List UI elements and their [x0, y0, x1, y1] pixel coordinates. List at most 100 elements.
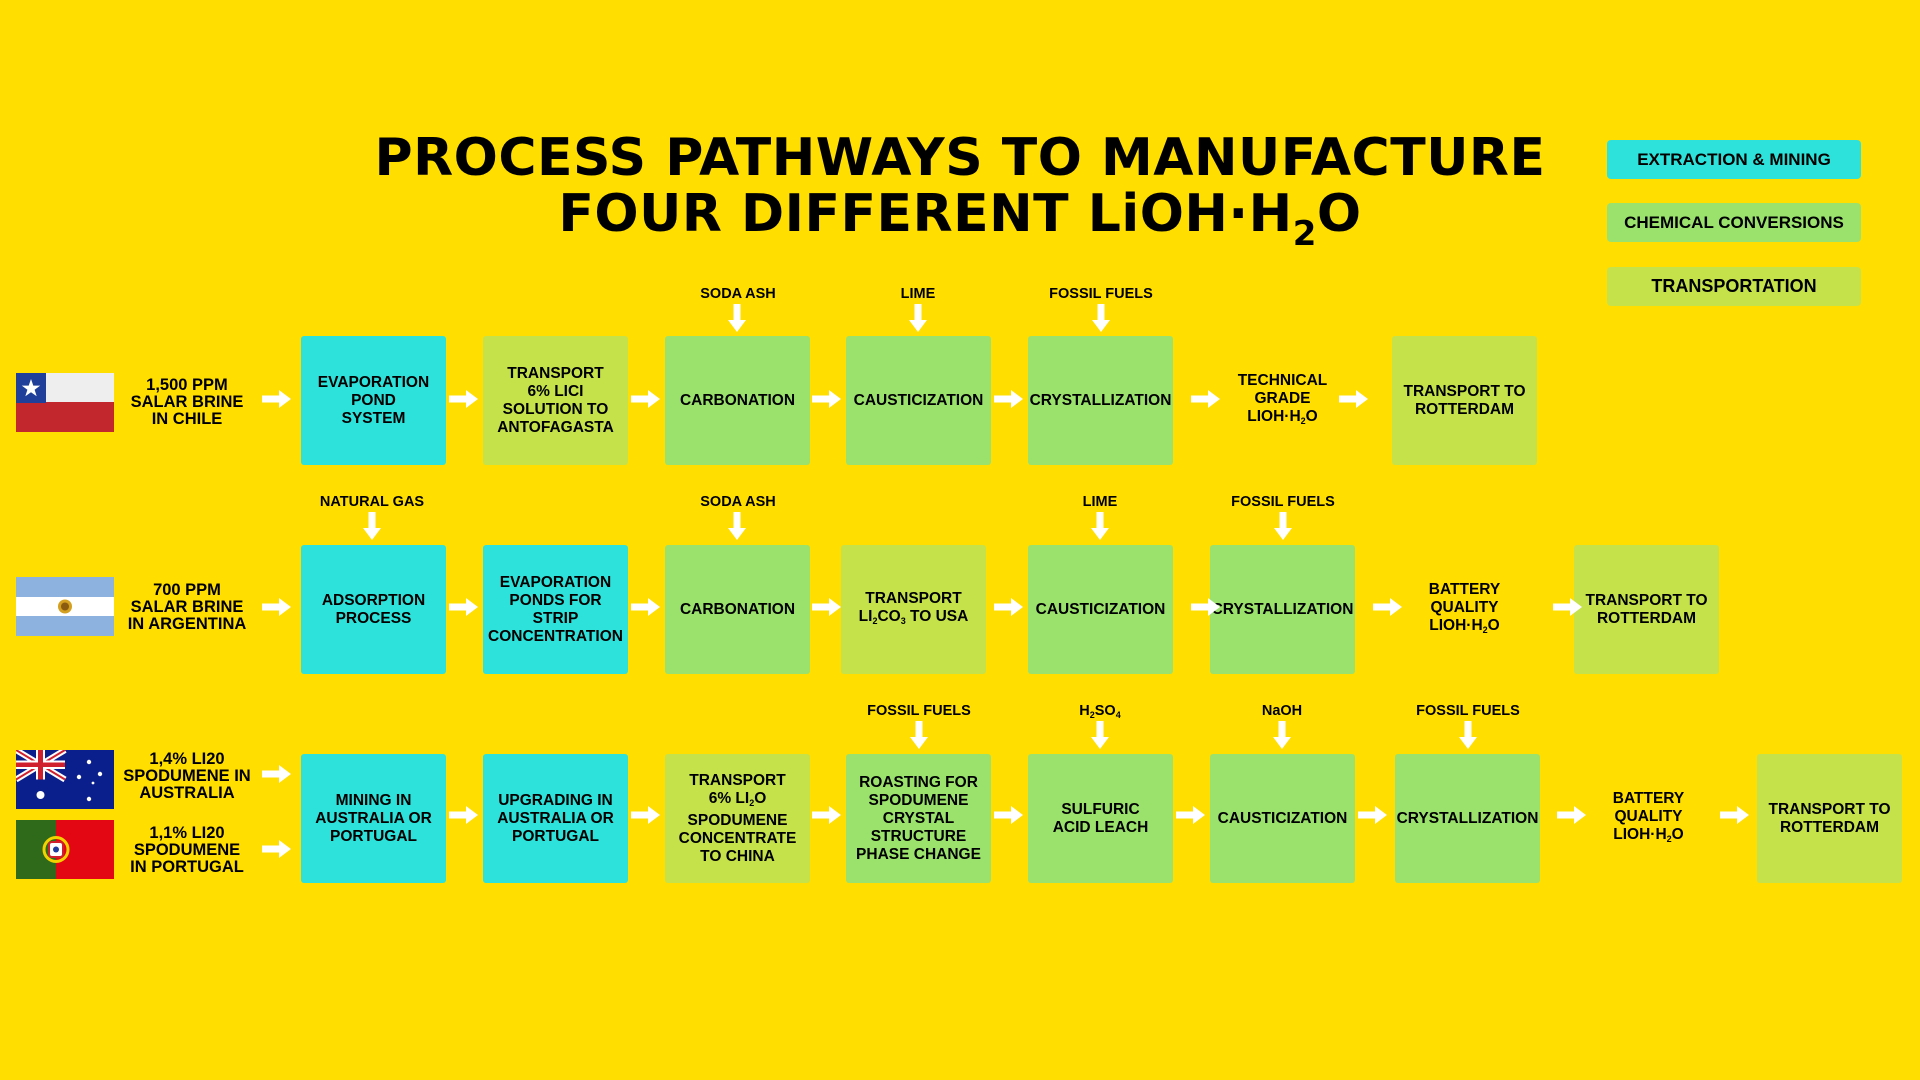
row3-portugal-line1: 1,1% LI20	[149, 824, 225, 842]
row2-input-fossil-fuels: FOSSIL FUELS	[1231, 494, 1335, 510]
row3-step-transport-china: TRANSPORT 6% LI2O SPODUMENE CONCENTRATE …	[665, 754, 810, 883]
title-line-2-main: FOUR DIFFERENT LiOH·H	[558, 184, 1293, 244]
row3-leach-line2: ACID LEACH	[1052, 818, 1149, 836]
row3-australia-line2: SPODUMENE IN	[123, 767, 251, 785]
row2-rotterdam-line2: ROTTERDAM	[1596, 609, 1697, 627]
row3-product-formula-b: O	[1671, 825, 1684, 843]
row3-roasting-line2: SPODUMENE	[868, 791, 969, 809]
row3-australia-line1: 1,4% LI20	[149, 750, 225, 768]
row2-input-natural-gas: NATURAL GAS	[319, 494, 425, 510]
row2-step-transport-li2co3: TRANSPORT LI2CO3 TO USA	[841, 545, 986, 674]
row2-step-crystallization: CRYSTALLIZATION	[1210, 545, 1355, 674]
row3-arrow-1	[449, 806, 478, 824]
title-line-2-end: O	[1316, 184, 1362, 244]
row2-arrow-2	[449, 598, 478, 616]
row2-input-soda-ash: SODA ASH	[700, 494, 776, 510]
row2-rotterdam-line1: TRANSPORT TO	[1585, 591, 1708, 609]
row3-down-arrow-3	[1273, 721, 1291, 749]
row3-mining-line2: AUSTRALIA OR	[315, 809, 432, 827]
row3-product-line1: BATTERY	[1612, 789, 1685, 807]
row1-product-formula-a: LIOH·H	[1247, 407, 1301, 425]
row2-evaporation-line3: CONCENTRATION	[488, 627, 623, 645]
row2-li2co3-b: CO	[877, 607, 901, 625]
row3-product-line3: LIOH·H2O	[1613, 826, 1684, 848]
row1-arrow-5	[994, 390, 1023, 408]
row3-china-formula-sub: 2	[749, 797, 755, 808]
row3-upgrading-line1: UPGRADING IN	[498, 791, 613, 809]
row2-input-lime: LIME	[1082, 494, 1118, 510]
row3-roasting-line1: ROASTING FOR	[859, 773, 978, 791]
row3-arrow-5	[1176, 806, 1205, 824]
row3-roasting-line5: PHASE CHANGE	[856, 845, 981, 863]
title-line-1: PROCESS PATHWAYS TO MANUFACTURE	[374, 128, 1546, 188]
row3-china-line3: SPODUMENE	[687, 811, 788, 829]
row1-down-arrow-2	[909, 304, 927, 332]
row2-li2co3-a: LI	[858, 607, 873, 625]
row3-upgrading-line3: PORTUGAL	[512, 827, 599, 845]
row1-product-line1: TECHNICAL	[1237, 371, 1328, 389]
row3-arrow-portugal	[262, 840, 291, 858]
row3-source-australia-label: 1,4% LI20 SPODUMENE IN AUSTRALIA	[117, 751, 257, 802]
row3-australia-line3: AUSTRALIA	[139, 784, 235, 802]
row2-down-arrow-4	[1274, 512, 1292, 540]
row1-source-line1: 1,500 PPM	[146, 376, 228, 394]
title-line-2: FOUR DIFFERENT LiOH·H2O	[360, 184, 1560, 264]
row2-product-formula-sub: 2	[1482, 624, 1488, 635]
row1-step-crystallization: CRYSTALLIZATION	[1028, 336, 1173, 465]
row3-leach-line1: SULFURIC	[1061, 800, 1140, 818]
row1-transport-licl-line4: ANTOFAGASTA	[497, 418, 614, 436]
row1-step-causticization: CAUSTICIZATION	[846, 336, 991, 465]
row3-h2so4-a: H	[1079, 703, 1090, 719]
row1-step-transport-rotterdam: TRANSPORT TO ROTTERDAM	[1392, 336, 1537, 465]
row2-source-line2: SALAR BRINE	[130, 598, 244, 616]
row2-step-adsorption: ADSORPTION PROCESS	[301, 545, 446, 674]
row2-evaporation-line2: PONDS FOR STRIP	[509, 591, 602, 627]
row3-china-line5: TO CHINA	[700, 847, 775, 865]
row2-product-formula-b: O	[1487, 616, 1500, 634]
row1-input-fossil-fuels: FOSSIL FUELS	[1049, 286, 1153, 302]
row2-arrow-4	[812, 598, 841, 616]
row3-product-formula-sub: 2	[1666, 833, 1672, 844]
row3-down-arrow-1	[910, 721, 928, 749]
argentina-flag-icon	[16, 577, 114, 636]
row1-rotterdam-line1: TRANSPORT TO	[1403, 382, 1526, 400]
row2-step-carbonation: CARBONATION	[665, 545, 810, 674]
row3-arrow-4	[994, 806, 1023, 824]
row3-step-causticization: CAUSTICIZATION	[1210, 754, 1355, 883]
row1-product-technical-grade: TECHNICAL GRADE LIOH·H2O	[1210, 336, 1355, 465]
row2-source-line3: IN ARGENTINA	[127, 615, 247, 633]
row3-product-formula-a: LIOH·H	[1613, 825, 1667, 843]
row1-product-formula-b: O	[1305, 407, 1318, 425]
legend-transportation: TRANSPORTATION	[1607, 267, 1861, 306]
row2-step-evaporation-ponds: EVAPORATION PONDS FOR STRIP CONCENTRATIO…	[483, 545, 628, 674]
row1-arrow-4	[812, 390, 841, 408]
row2-source-line1: 700 PPM	[153, 581, 221, 599]
row3-roasting-line3: CRYSTAL	[882, 809, 955, 827]
row2-step-transport-rotterdam: TRANSPORT TO ROTTERDAM	[1574, 545, 1719, 674]
row3-source-portugal-label: 1,1% LI20 SPODUMENE IN PORTUGAL	[117, 825, 257, 876]
chile-flag-icon	[16, 373, 114, 432]
legend-extraction-mining: EXTRACTION & MINING	[1607, 140, 1861, 179]
row3-mining-line1: MINING IN	[335, 791, 412, 809]
row1-evaporation-line1: EVAPORATION	[317, 373, 430, 391]
row3-arrow-6	[1358, 806, 1387, 824]
row3-arrow-8	[1720, 806, 1749, 824]
row2-product-line1: BATTERY	[1428, 580, 1501, 598]
row3-upgrading-line2: AUSTRALIA OR	[497, 809, 614, 827]
row3-input-fossil-fuels-2: FOSSIL FUELS	[1416, 703, 1520, 719]
title-subscript: 2	[1292, 214, 1317, 254]
row3-arrow-2	[631, 806, 660, 824]
portugal-flag-icon	[16, 820, 114, 879]
row3-product-line2: QUALITY	[1614, 807, 1683, 825]
row1-arrow-2	[449, 390, 478, 408]
row2-product-battery-quality: BATTERY QUALITY LIOH·H2O	[1392, 545, 1537, 674]
row3-down-arrow-4	[1459, 721, 1477, 749]
row1-transport-licl-line2: 6% LICI	[527, 382, 584, 400]
row3-h2so4-sub2: 4	[1115, 710, 1121, 720]
row3-arrow-3	[812, 806, 841, 824]
row3-china-formula-b: O	[754, 789, 767, 807]
row2-down-arrow-3	[1091, 512, 1109, 540]
row1-step-evaporation-pond: EVAPORATION POND SYSTEM	[301, 336, 446, 465]
row3-china-line2: 6% LI2O	[679, 790, 797, 812]
row2-transport-li2co3-line2: LI2CO3 TO USA	[859, 608, 969, 630]
